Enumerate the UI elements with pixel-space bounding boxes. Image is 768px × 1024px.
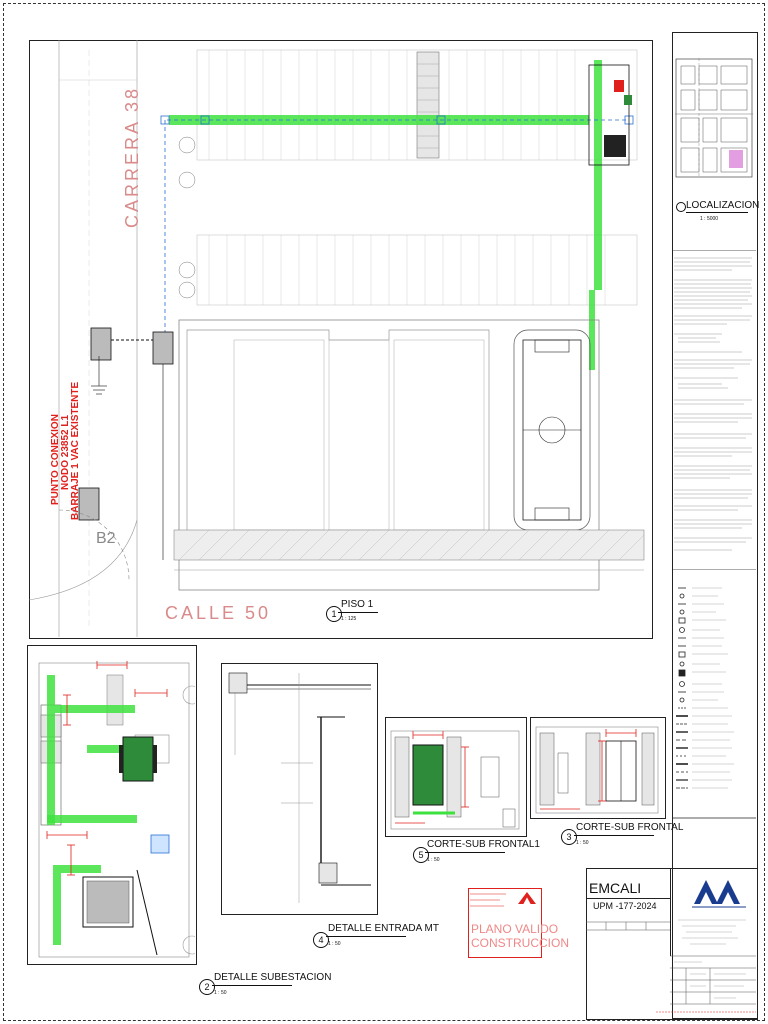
view-title-underline bbox=[326, 936, 406, 937]
view-title-underline bbox=[212, 985, 292, 986]
title-column-frame bbox=[672, 32, 758, 1019]
view-title-underline bbox=[574, 835, 654, 836]
detail-subestacion-frame bbox=[27, 645, 197, 965]
localizacion-scale: 1 : 5000 bbox=[700, 216, 719, 222]
view-title-underline bbox=[425, 852, 505, 853]
view-scale-subestacion: 1 : 50 bbox=[214, 990, 227, 996]
view-scale-piso1: 1 : 125 bbox=[341, 616, 357, 622]
title-block-frame bbox=[586, 868, 758, 1020]
detail-subestacion-drawing bbox=[38, 661, 195, 958]
view-title-corte-frontal1: CORTE-SUB FRONTAL1 bbox=[427, 839, 540, 850]
view-number-bubble: 2 bbox=[199, 979, 215, 995]
view-number-bubble: 4 bbox=[313, 932, 329, 948]
view-title-subestacion: DETALLE SUBESTACION bbox=[214, 972, 332, 983]
project-code: UPM -177-2024 bbox=[593, 901, 657, 911]
stamp-line2: CONSTRUCCION bbox=[471, 936, 569, 950]
company-name: EMCALI bbox=[589, 880, 642, 896]
stamp-stripes bbox=[470, 893, 506, 907]
detail-corte-frontal-drawing bbox=[535, 726, 659, 814]
sheet-border bbox=[3, 3, 765, 1021]
zone-label-b2: B2 bbox=[96, 530, 116, 547]
stamp-line1: PLANO VALIDO bbox=[471, 922, 559, 936]
view-scale-entrada-mt: 1 : 50 bbox=[328, 941, 341, 947]
detail-corte-frontal1-frame bbox=[385, 717, 527, 837]
detail-corte-frontal-frame bbox=[530, 717, 666, 819]
detail-corte-frontal1-drawing bbox=[390, 730, 520, 830]
title-block-divider bbox=[586, 898, 670, 899]
punto-conexion-line3: BARRAJE 1 VAC EXISTENTE bbox=[70, 381, 81, 520]
street-label-calle: CALLE 50 bbox=[165, 603, 272, 623]
validation-stamp bbox=[468, 888, 542, 958]
view-number-bubble: 3 bbox=[561, 829, 577, 845]
view-number-bubble: 1 bbox=[326, 606, 342, 622]
view-scale-corte-frontal1: 1 : 50 bbox=[427, 857, 440, 863]
amv-logo-icon bbox=[692, 880, 746, 908]
detail-entrada-mt-drawing bbox=[228, 672, 371, 903]
location-key-map bbox=[675, 58, 753, 178]
title-block-divider bbox=[670, 868, 671, 956]
view-title-underline bbox=[338, 612, 378, 613]
view-title-entrada-mt: DETALLE ENTRADA MT bbox=[328, 923, 439, 934]
street-label-carrera: CARRERA 38 bbox=[122, 85, 142, 228]
detail-entrada-mt-frame bbox=[221, 663, 378, 915]
general-notes-block bbox=[672, 250, 756, 570]
view-number-bubble: 5 bbox=[413, 847, 429, 863]
view-title-piso1: PISO 1 bbox=[341, 599, 374, 610]
plan-piso1-frame bbox=[29, 40, 653, 639]
localizacion-underline bbox=[686, 212, 748, 213]
plan-piso1-drawing bbox=[29, 40, 645, 637]
symbol-legend bbox=[672, 587, 756, 819]
title-block-grid bbox=[586, 919, 756, 1013]
view-scale-corte-frontal: 1 : 50 bbox=[576, 840, 589, 846]
view-title-corte-frontal: CORTE-SUB FRONTAL bbox=[576, 822, 684, 833]
north-arrow-icon bbox=[676, 202, 686, 212]
localizacion-title: LOCALIZACION bbox=[686, 200, 760, 211]
